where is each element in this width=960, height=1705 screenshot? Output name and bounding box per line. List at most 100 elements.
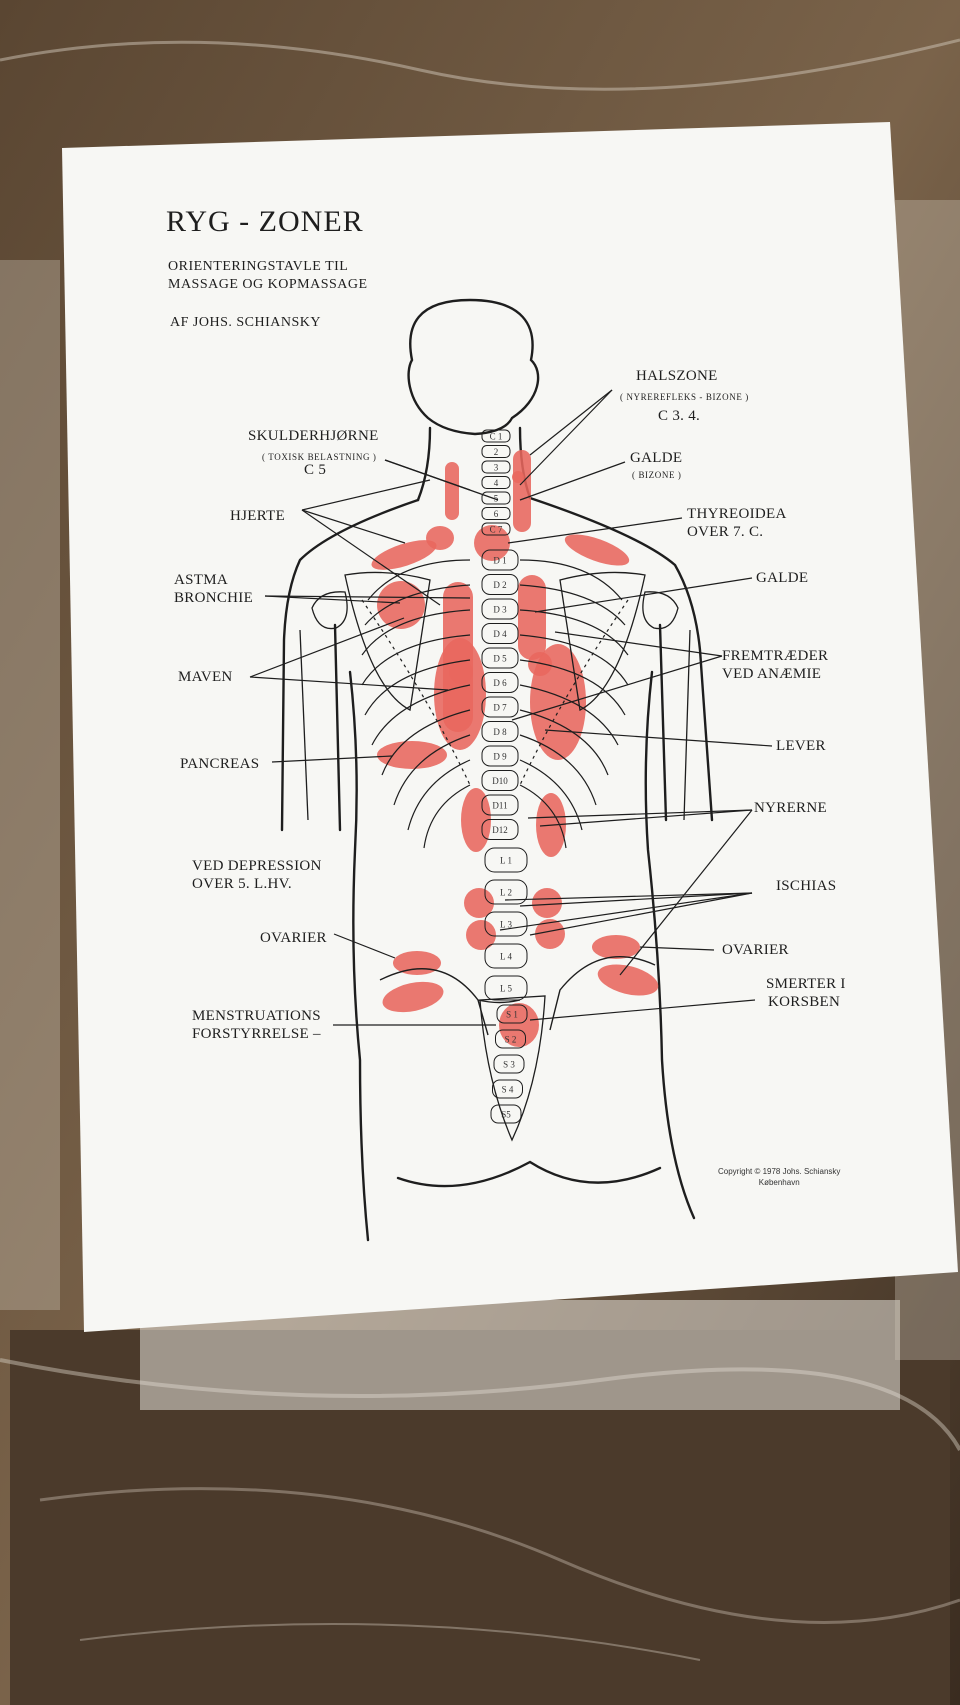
label-pancreas: PANCREAS — [180, 756, 260, 772]
label-menstruations: MENSTRUATIONS — [192, 1008, 321, 1024]
label-galde-top-sub: ( BIZONE ) — [632, 470, 682, 480]
label-skulderhjorne-sub: ( TOXISK BELASTNING ) — [262, 452, 377, 462]
zone-ischias-l2-left — [464, 888, 494, 918]
zone-thyreoidea — [474, 525, 510, 561]
vertebra-outline — [481, 429, 511, 443]
vertebra-label: D10 — [492, 776, 508, 786]
shoulder-right — [528, 496, 714, 822]
arm-left — [333, 623, 342, 832]
torso-left — [348, 670, 370, 1242]
vertebra-outline — [496, 1004, 528, 1024]
vertebra-outline — [481, 491, 511, 505]
vertebra-outline — [481, 445, 511, 458]
vertebra-outline — [481, 574, 519, 595]
vertebra-outline — [481, 819, 519, 840]
vertebra-label: D 8 — [493, 727, 507, 737]
label-halszone-c: C 3. 4. — [658, 408, 701, 424]
head-outline — [407, 298, 540, 436]
vertebra-label: 3 — [494, 463, 499, 473]
vertebra-label: C 7 — [490, 525, 503, 535]
label-lever: LEVER — [776, 738, 826, 754]
label-galde-right: GALDE — [756, 570, 809, 586]
label-fremtraeder: FREMTRÆDER — [722, 648, 829, 664]
vertebra-label: S 1 — [506, 1010, 518, 1020]
zone-ischias-l3-left — [466, 920, 496, 950]
vertebra-label: 6 — [494, 509, 499, 519]
label-maven: MAVEN — [178, 669, 233, 685]
paper — [62, 122, 958, 1332]
label-galde-top: GALDE — [630, 450, 683, 466]
poster-subtitle-line1: ORIENTERINGSTAVLE TIL — [168, 259, 349, 274]
label-ovarier-right: OVARIER — [722, 942, 789, 958]
vertebra-label: S5 — [501, 1110, 511, 1120]
vertebra-label: 5 — [494, 494, 499, 504]
copyright: Copyright © 1978 Johs. Schiansky Københa… — [718, 1166, 840, 1188]
buttocks — [396, 1160, 662, 1188]
vertebra-label: D 4 — [493, 629, 507, 639]
vertebra-label: C 1 — [490, 432, 503, 442]
label-halszone-sub: ( NYREREFLEKS - BIZONE ) — [620, 392, 749, 402]
vertebra-outline — [492, 1079, 523, 1099]
zone-fremtraeder — [528, 652, 552, 676]
zone-skulderhjorne-left — [371, 540, 437, 570]
poster-subtitle-line2: MASSAGE OG KOPMASSAGE — [168, 277, 368, 292]
vertebra-outline — [481, 745, 519, 767]
vertebra-label: D 2 — [493, 580, 506, 590]
zone-astma — [377, 581, 425, 629]
zone-galde-bizone — [512, 471, 524, 483]
zone-ischias-l2-right — [532, 888, 562, 918]
vertebra-outline — [481, 623, 519, 644]
vertebra-outline — [481, 476, 511, 489]
zone-menstruations — [499, 1003, 539, 1047]
vertebra-outline — [493, 1054, 525, 1074]
zone-halszone-right — [513, 450, 531, 532]
zone-maven-center — [449, 660, 473, 684]
vertebra-label: L 5 — [500, 984, 512, 994]
zone-korsben-right — [597, 964, 659, 996]
vertebra-label: L 1 — [500, 856, 512, 866]
vertebra-label: L 2 — [500, 888, 512, 898]
vertebra-label: D 1 — [493, 556, 506, 566]
copyright-line1: Copyright © 1978 Johs. Schiansky — [718, 1167, 841, 1176]
arm-right — [658, 623, 668, 822]
neck-left — [416, 426, 432, 502]
label-smerter: SMERTER I — [766, 976, 846, 992]
scapulae — [299, 571, 691, 821]
vertebra-outline — [484, 879, 528, 905]
vertebra-outline — [481, 549, 519, 571]
label-skulderhjorne-c: C 5 — [304, 462, 327, 478]
label-ved-depression: VED DEPRESSION — [192, 858, 322, 874]
vertebra-outline — [481, 696, 519, 718]
zone-maven — [434, 638, 486, 750]
vertebra-outline — [481, 647, 519, 669]
vertebra-label: 2 — [494, 447, 499, 457]
zone-skulderhjorne-right — [564, 534, 630, 566]
vertebra-outline — [484, 975, 528, 1001]
vertebra-outline — [481, 794, 519, 816]
label-ved-anaemie: VED ANÆMIE — [722, 666, 822, 682]
label-skulderhjorne: SKULDERHJØRNE — [248, 428, 379, 444]
sacrum-outline — [479, 995, 546, 1142]
vertebra-label: S 4 — [502, 1085, 514, 1095]
vertebra-outline — [481, 770, 519, 791]
vertebra-label: L 3 — [500, 920, 512, 930]
label-hjerte: HJERTE — [230, 508, 286, 524]
label-ovarier-left: OVARIER — [260, 930, 327, 946]
label-astma: ASTMA — [174, 572, 229, 588]
zone-ischias-l3-right — [535, 919, 565, 949]
vertebra-outline — [481, 522, 511, 536]
vertebra-label: D 5 — [493, 654, 507, 664]
label-bronchie: BRONCHIE — [174, 590, 254, 606]
vertebra-label: D 9 — [493, 752, 507, 762]
zones — [371, 450, 659, 1047]
vertebra-label: D12 — [492, 825, 508, 835]
vertebra-outline — [481, 507, 511, 520]
label-thyreoidea: THYREOIDEA — [687, 506, 787, 522]
pelvis — [379, 956, 656, 1036]
vertebra-outline — [481, 721, 519, 742]
vertebra-outline — [495, 1029, 526, 1049]
label-thyreoidea-over: OVER 7. C. — [687, 524, 764, 540]
zone-korsben-left — [382, 981, 444, 1013]
torso-right — [644, 670, 696, 1220]
